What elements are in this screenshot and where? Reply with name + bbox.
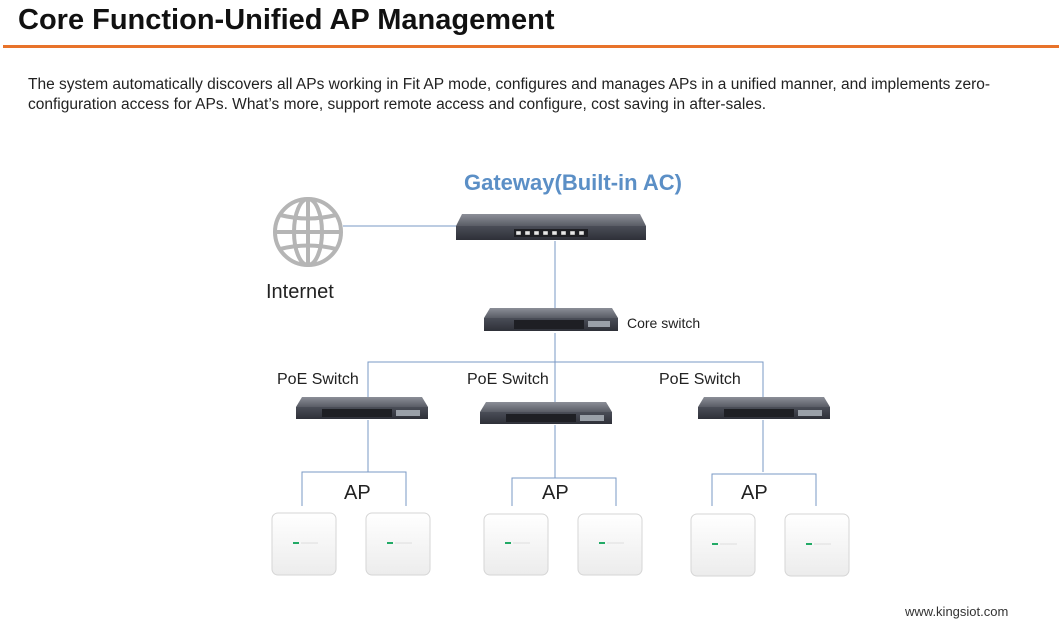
poe-switch-label-1: PoE Switch	[277, 371, 359, 388]
ap-group-label-1: AP	[344, 482, 371, 504]
ap-group-label-2: AP	[542, 482, 569, 504]
page-description: The system automatically discovers all A…	[28, 76, 991, 113]
ap-bracket-1	[301, 471, 407, 506]
poe-switch-label-3: PoE Switch	[659, 371, 741, 388]
internet-label: Internet	[266, 281, 334, 303]
poe-switch-device-3	[698, 397, 830, 419]
core-switch-device	[484, 308, 618, 331]
poe-switch-device-1	[296, 397, 428, 419]
footer-website: www.kingsiot.com	[905, 604, 1009, 619]
gateway-label: Gateway(Built-in AC)	[464, 170, 682, 195]
access-point-6	[784, 513, 850, 577]
title-divider	[3, 45, 1059, 48]
ap-group-label-3: AP	[741, 482, 768, 504]
poe-switch-label-2: PoE Switch	[467, 371, 549, 388]
gateway-device	[456, 214, 646, 240]
ap-bracket-2	[511, 477, 617, 506]
poe-switch-device-2	[480, 402, 612, 424]
page-title: Core Function-Unified AP Management	[18, 4, 555, 36]
access-point-3	[483, 513, 549, 576]
globe-icon	[273, 197, 343, 267]
network-links	[301, 225, 817, 506]
access-point-5	[690, 513, 756, 577]
access-point-4	[577, 513, 643, 576]
access-point-2	[365, 512, 431, 576]
ap-bracket-3	[711, 473, 817, 506]
access-point-1	[271, 512, 337, 576]
link-poe-bus	[367, 361, 764, 400]
core-switch-label: Core switch	[627, 315, 700, 331]
